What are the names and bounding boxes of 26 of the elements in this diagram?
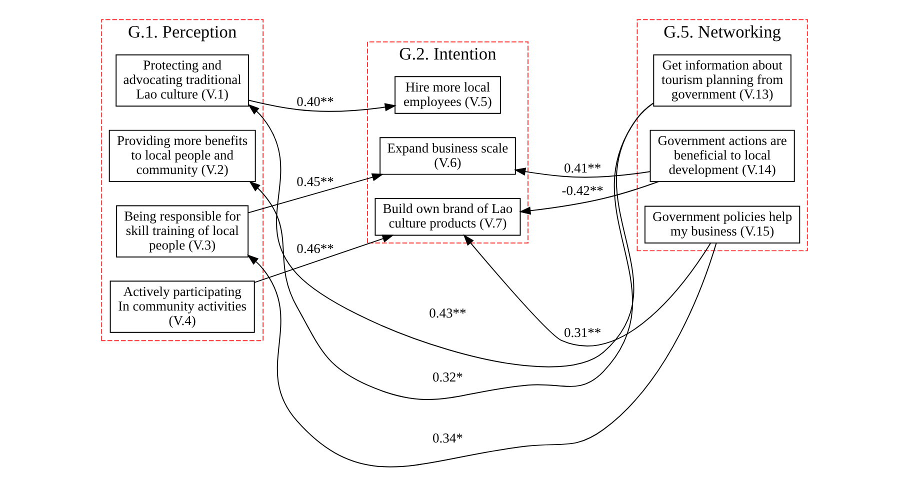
- node-box: Expand business scale (V.6): [380, 137, 516, 175]
- edge-label: 0.46**: [296, 240, 334, 256]
- arrow: [463, 234, 712, 346]
- arrow: [248, 173, 384, 214]
- node-box: Actively participating In community activities (V.4): [110, 280, 255, 333]
- node-box: Being responsible for skill training of local people (V.3): [116, 205, 249, 258]
- node-box: Get information about tourism planning from government (V.13): [653, 54, 792, 107]
- arrow: [514, 168, 650, 178]
- node-box: Hire more local employees (V.5): [394, 76, 501, 114]
- arrow: [254, 234, 394, 283]
- edge-label: 0.31**: [564, 324, 602, 340]
- node-box: Protecting and advocating traditional Lao culture (V.1): [116, 54, 250, 107]
- node-box: Providing more benefits to local people and community (V.2): [108, 130, 256, 182]
- edge-label: 0.43**: [429, 306, 466, 321]
- edge-label: 0.34*: [432, 430, 463, 446]
- node-box: Build own brand of Lao culture products (V.7): [374, 198, 521, 236]
- edge-label: 0.40**: [296, 94, 334, 109]
- node-box: Government actions are beneficial to local development (V.14): [650, 130, 795, 182]
- edge-label: 0.41**: [564, 160, 602, 176]
- edge-label: 0.45**: [296, 174, 334, 190]
- edge-label: -0.42**: [562, 182, 604, 198]
- node-box: Government policies help my business (V.15): [644, 206, 800, 244]
- edge-label: 0.32*: [432, 369, 463, 384]
- arrow: [248, 100, 396, 112]
- arrow: [519, 181, 659, 215]
- arrow: [247, 242, 717, 468]
